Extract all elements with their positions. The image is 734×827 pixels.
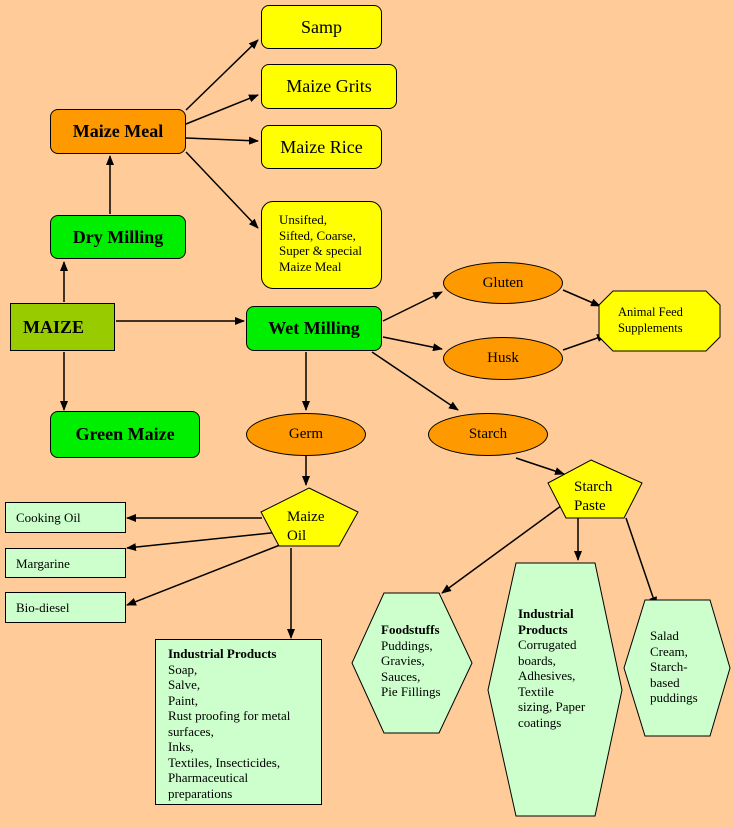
starch-industrial-title: Industrial	[518, 606, 574, 621]
animal-feed-line: Animal Feed	[618, 305, 683, 319]
arrow-meal-to-samp	[185, 39, 259, 111]
green-maize-node: Green Maize	[50, 411, 200, 458]
maize-node: MAIZE	[10, 303, 115, 351]
starch-industrial-item: boards,	[518, 652, 556, 668]
animal-feed-label: Animal Feed Supplements	[618, 305, 683, 336]
maize-oil-line: Oil	[287, 528, 307, 544]
salad-line: Salad	[650, 628, 679, 643]
maize-oil-line: Maize	[287, 509, 325, 525]
oil-industrial-products-node: Industrial Products Soap, Salve, Paint, …	[155, 639, 322, 805]
arrow-oil-to-margarine	[126, 531, 281, 552]
meal-type-line: Unsifted,	[279, 212, 328, 227]
starch-industrial-item: Adhesives,	[518, 668, 576, 683]
foodstuffs-hexagon	[351, 592, 473, 734]
samp-node: Samp	[261, 5, 382, 49]
husk-node: Husk	[443, 337, 563, 380]
oil-industrial-item: Rust proofing for metal	[168, 708, 291, 723]
starch-paste-line: Paste	[574, 498, 606, 514]
dry-milling-node: Dry Milling	[50, 215, 186, 259]
starch-industrial-item: Textile	[518, 683, 554, 699]
starch-paste-pentagon	[547, 459, 643, 519]
bio-diesel-node: Bio-diesel	[5, 592, 126, 623]
arrow-wet-to-gluten	[382, 291, 443, 322]
foodstuffs-item: Pie Fillings	[381, 684, 441, 699]
salad-line: Cream,	[650, 643, 688, 659]
starch-industrial-item: coatings	[518, 714, 562, 730]
arrow-meal-to-grits	[185, 94, 259, 125]
starch-industrial-item: sizing, Paper	[518, 699, 586, 714]
foodstuffs-title: Foodstuffs	[381, 622, 440, 637]
salad-hexagon	[623, 599, 731, 737]
starch-node: Starch	[428, 413, 548, 456]
oil-industrial-item: Soap,	[168, 661, 198, 677]
maize-meal-types-node: Unsifted, Sifted, Coarse, Super & specia…	[261, 201, 382, 289]
starch-industrial-item: Corrugated	[518, 637, 577, 652]
salad-label: Salad Cream, Starch- based puddings	[650, 628, 698, 706]
arrow-gluten-to-feed	[562, 289, 601, 307]
animal-feed-octagon	[598, 290, 721, 352]
arrow-oil-to-biodiesel	[126, 544, 281, 606]
arrow-paste-to-salad	[625, 517, 657, 607]
foodstuffs-item: Gravies,	[381, 653, 425, 668]
maize-meal-node: Maize Meal	[50, 109, 186, 154]
gluten-node: Gluten	[443, 262, 563, 304]
meal-type-line: Sifted, Coarse,	[279, 227, 356, 243]
starch-industrial-hexagon	[487, 562, 623, 817]
maize-grits-node: Maize Grits	[261, 64, 397, 109]
arrow-wet-to-husk	[382, 336, 443, 352]
germ-node: Germ	[246, 413, 366, 456]
salad-line: based	[650, 674, 680, 690]
foodstuffs-item: Puddings,	[381, 637, 433, 653]
wet-milling-node: Wet Milling	[246, 306, 382, 351]
arrow-paste-to-foodstuffs	[441, 502, 566, 594]
oil-industrial-item: Inks,	[168, 739, 194, 754]
foodstuffs-item: Sauces,	[381, 668, 421, 684]
starch-paste-label: Starch Paste	[574, 478, 612, 516]
maize-oil-label: Maize Oil	[287, 508, 327, 546]
margarine-node: Margarine	[5, 548, 126, 578]
salad-line: puddings	[650, 690, 698, 705]
maize-oil-pentagon	[260, 487, 359, 547]
meal-type-line: Super & special	[279, 243, 363, 258]
oil-industrial-item: preparations	[168, 785, 233, 801]
meal-type-line: Maize Meal	[279, 258, 342, 274]
oil-industrial-item: Paint,	[168, 692, 198, 708]
arrow-meal-to-types	[185, 151, 259, 229]
oil-industrial-item: surfaces,	[168, 723, 214, 739]
salad-line: Starch-	[650, 659, 688, 674]
starch-paste-line: Starch	[574, 479, 613, 495]
oil-industrial-item: Salve,	[168, 677, 201, 692]
oil-industrial-title: Industrial Products	[168, 646, 277, 661]
arrow-wet-to-starch	[371, 351, 459, 411]
starch-industrial-title: Products	[518, 621, 568, 637]
arrow-starch-to-paste	[515, 457, 565, 475]
arrow-meal-to-rice	[185, 136, 259, 145]
starch-industrial-label: Industrial Products Corrugated boards, A…	[518, 606, 585, 730]
maize-rice-node: Maize Rice	[261, 125, 382, 169]
animal-feed-line: Supplements	[618, 320, 683, 335]
foodstuffs-label: Foodstuffs Puddings, Gravies, Sauces, Pi…	[381, 622, 441, 700]
cooking-oil-node: Cooking Oil	[5, 502, 126, 533]
oil-industrial-item: Textiles, Insecticides,	[168, 754, 281, 770]
oil-industrial-item: Pharmaceutical	[168, 770, 249, 785]
